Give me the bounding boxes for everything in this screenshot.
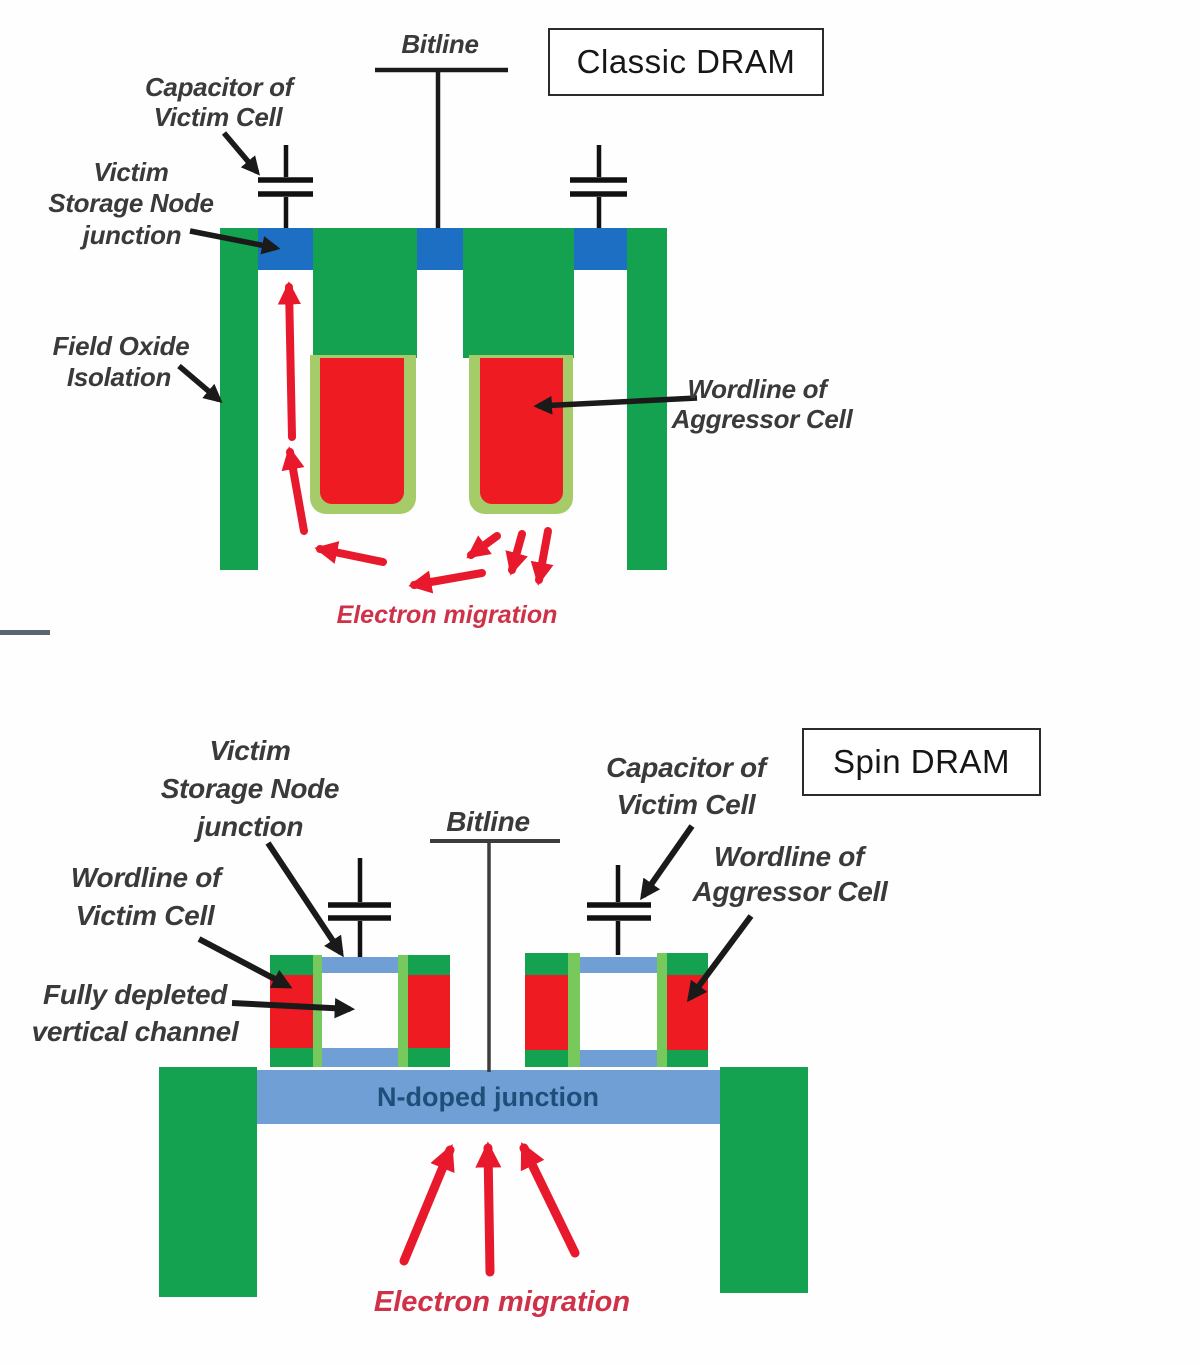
classic-capacitor-label-line2: Victim Cell [153,102,283,132]
spin-right-cell-gate-oxide-left [568,953,580,1067]
spin-left-cell-junction-bottom [322,1048,398,1067]
spin-pedestal-left [159,1067,257,1297]
spin-ndoped-junction-label: N-doped junction [377,1082,599,1112]
spin-wordline-victim-label-line1: Wordline of [70,862,222,893]
spin-right-cell-junction-top [580,957,657,973]
classic-storage-node-junction-3 [574,228,627,270]
classic-storage-node-junction-2 [417,228,463,270]
spin-channel-label-line2: vertical channel [31,1016,239,1047]
spin-dram-title-box: Spin DRAM [802,728,1041,796]
spin-storage-label-line2: Storage Node [160,773,340,804]
spin-right-cell-gate-oxide-right [657,953,667,1067]
classic-wordline-label-line1: Wordline of [687,374,827,404]
spin-right-cell-green-bot-right [667,1050,708,1067]
classic-storage-label-line1: Victim [93,157,169,187]
spin-right-cell-wordline-left [525,975,568,1050]
classic-field-oxide-left-pillar [220,228,258,570]
spin-capacitor-label-line2: Victim Cell [616,789,756,820]
classic-storage-label-line2: Storage Node [48,188,214,218]
spin-wordline-aggressor-label-line2: Aggressor Cell [692,876,888,907]
classic-wordline-label-line2: Aggressor Cell [671,404,853,434]
classic-silicon-block-b [463,228,574,358]
spin-wordline-aggressor-label-line1: Wordline of [713,841,865,872]
spin-storage-label-line3: junction [196,811,304,842]
spin-left-cell-green-top-right [408,955,450,975]
spin-left-cell-gate-oxide-right [398,955,408,1067]
spin-left-cell-junction-top [322,957,398,973]
classic-capacitor-label-line1: Capacitor of [144,72,294,102]
spin-right-cell-green-bot-left [525,1050,568,1067]
classic-storage-label-line3: junction [82,220,182,250]
spin-right-cell-green-top-left [525,953,568,975]
spin-wordline-victim-label-line2: Victim Cell [75,900,215,931]
spin-left-cell-wordline-right [408,975,450,1048]
spin-left-cell-green-bot-left [270,1048,313,1067]
classic-field-oxide-label-line1: Field Oxide [52,331,190,361]
classic-dram-title-box: Classic DRAM [548,28,824,96]
spin-right-cell-junction-bottom [580,1050,657,1067]
spin-left-cell-green-bot-right [408,1048,450,1067]
slide-artifact-line [0,630,50,635]
spin-dram-title: Spin DRAM [833,743,1010,780]
classic-electron-migration-label: Electron migration [336,601,558,629]
spin-capacitor-label-line1: Capacitor of [606,752,766,783]
classic-wordline-trench-a [320,358,404,504]
spin-bitline-label: Bitline [446,806,530,837]
spin-pedestal-right [720,1067,808,1293]
spin-channel-label-line1: Fully depleted [42,979,228,1010]
classic-field-oxide-label-line2: Isolation [66,362,172,392]
classic-silicon-block-a [313,228,417,358]
spin-storage-label-line1: Victim [209,735,291,766]
classic-dram-title: Classic DRAM [576,43,796,80]
spin-ndoped-junction-bar [257,1070,720,1124]
classic-bitline-label: Bitline [401,29,479,59]
spin-electron-migration-label: Electron migration [373,1286,631,1318]
classic-wordline-trench-b [480,358,563,504]
